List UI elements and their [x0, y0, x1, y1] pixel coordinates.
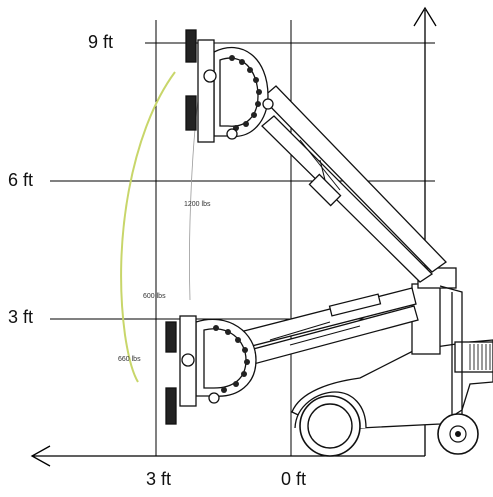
reach-arc — [120, 71, 176, 383]
front-wheel — [299, 395, 361, 457]
load-label-600: 600 lbs — [143, 293, 166, 300]
upper-boom — [261, 85, 447, 283]
horizontal-axis-arrowhead — [30, 445, 51, 467]
reach-label-3ft: 3 ft — [146, 469, 172, 489]
height-label-3ft: 3 ft — [8, 307, 34, 327]
load-label-1200: 1200 lbs — [184, 201, 211, 208]
rear-wheel — [437, 413, 479, 455]
vertical-axis-arrowhead — [413, 6, 437, 27]
height-label-6ft: 6 ft — [8, 170, 34, 190]
rear-grille — [469, 344, 491, 370]
height-label-9ft: 9 ft — [88, 32, 114, 52]
lower-attachment-head — [165, 315, 257, 425]
upper-attachment-head — [185, 29, 274, 143]
lower-boom — [239, 287, 419, 367]
grid — [50, 20, 435, 456]
lower-cylinder — [328, 293, 382, 317]
reach-label-0ft: 0 ft — [281, 469, 307, 489]
reach-guide-curve — [189, 84, 201, 301]
load-label-660: 660 lbs — [118, 356, 141, 363]
